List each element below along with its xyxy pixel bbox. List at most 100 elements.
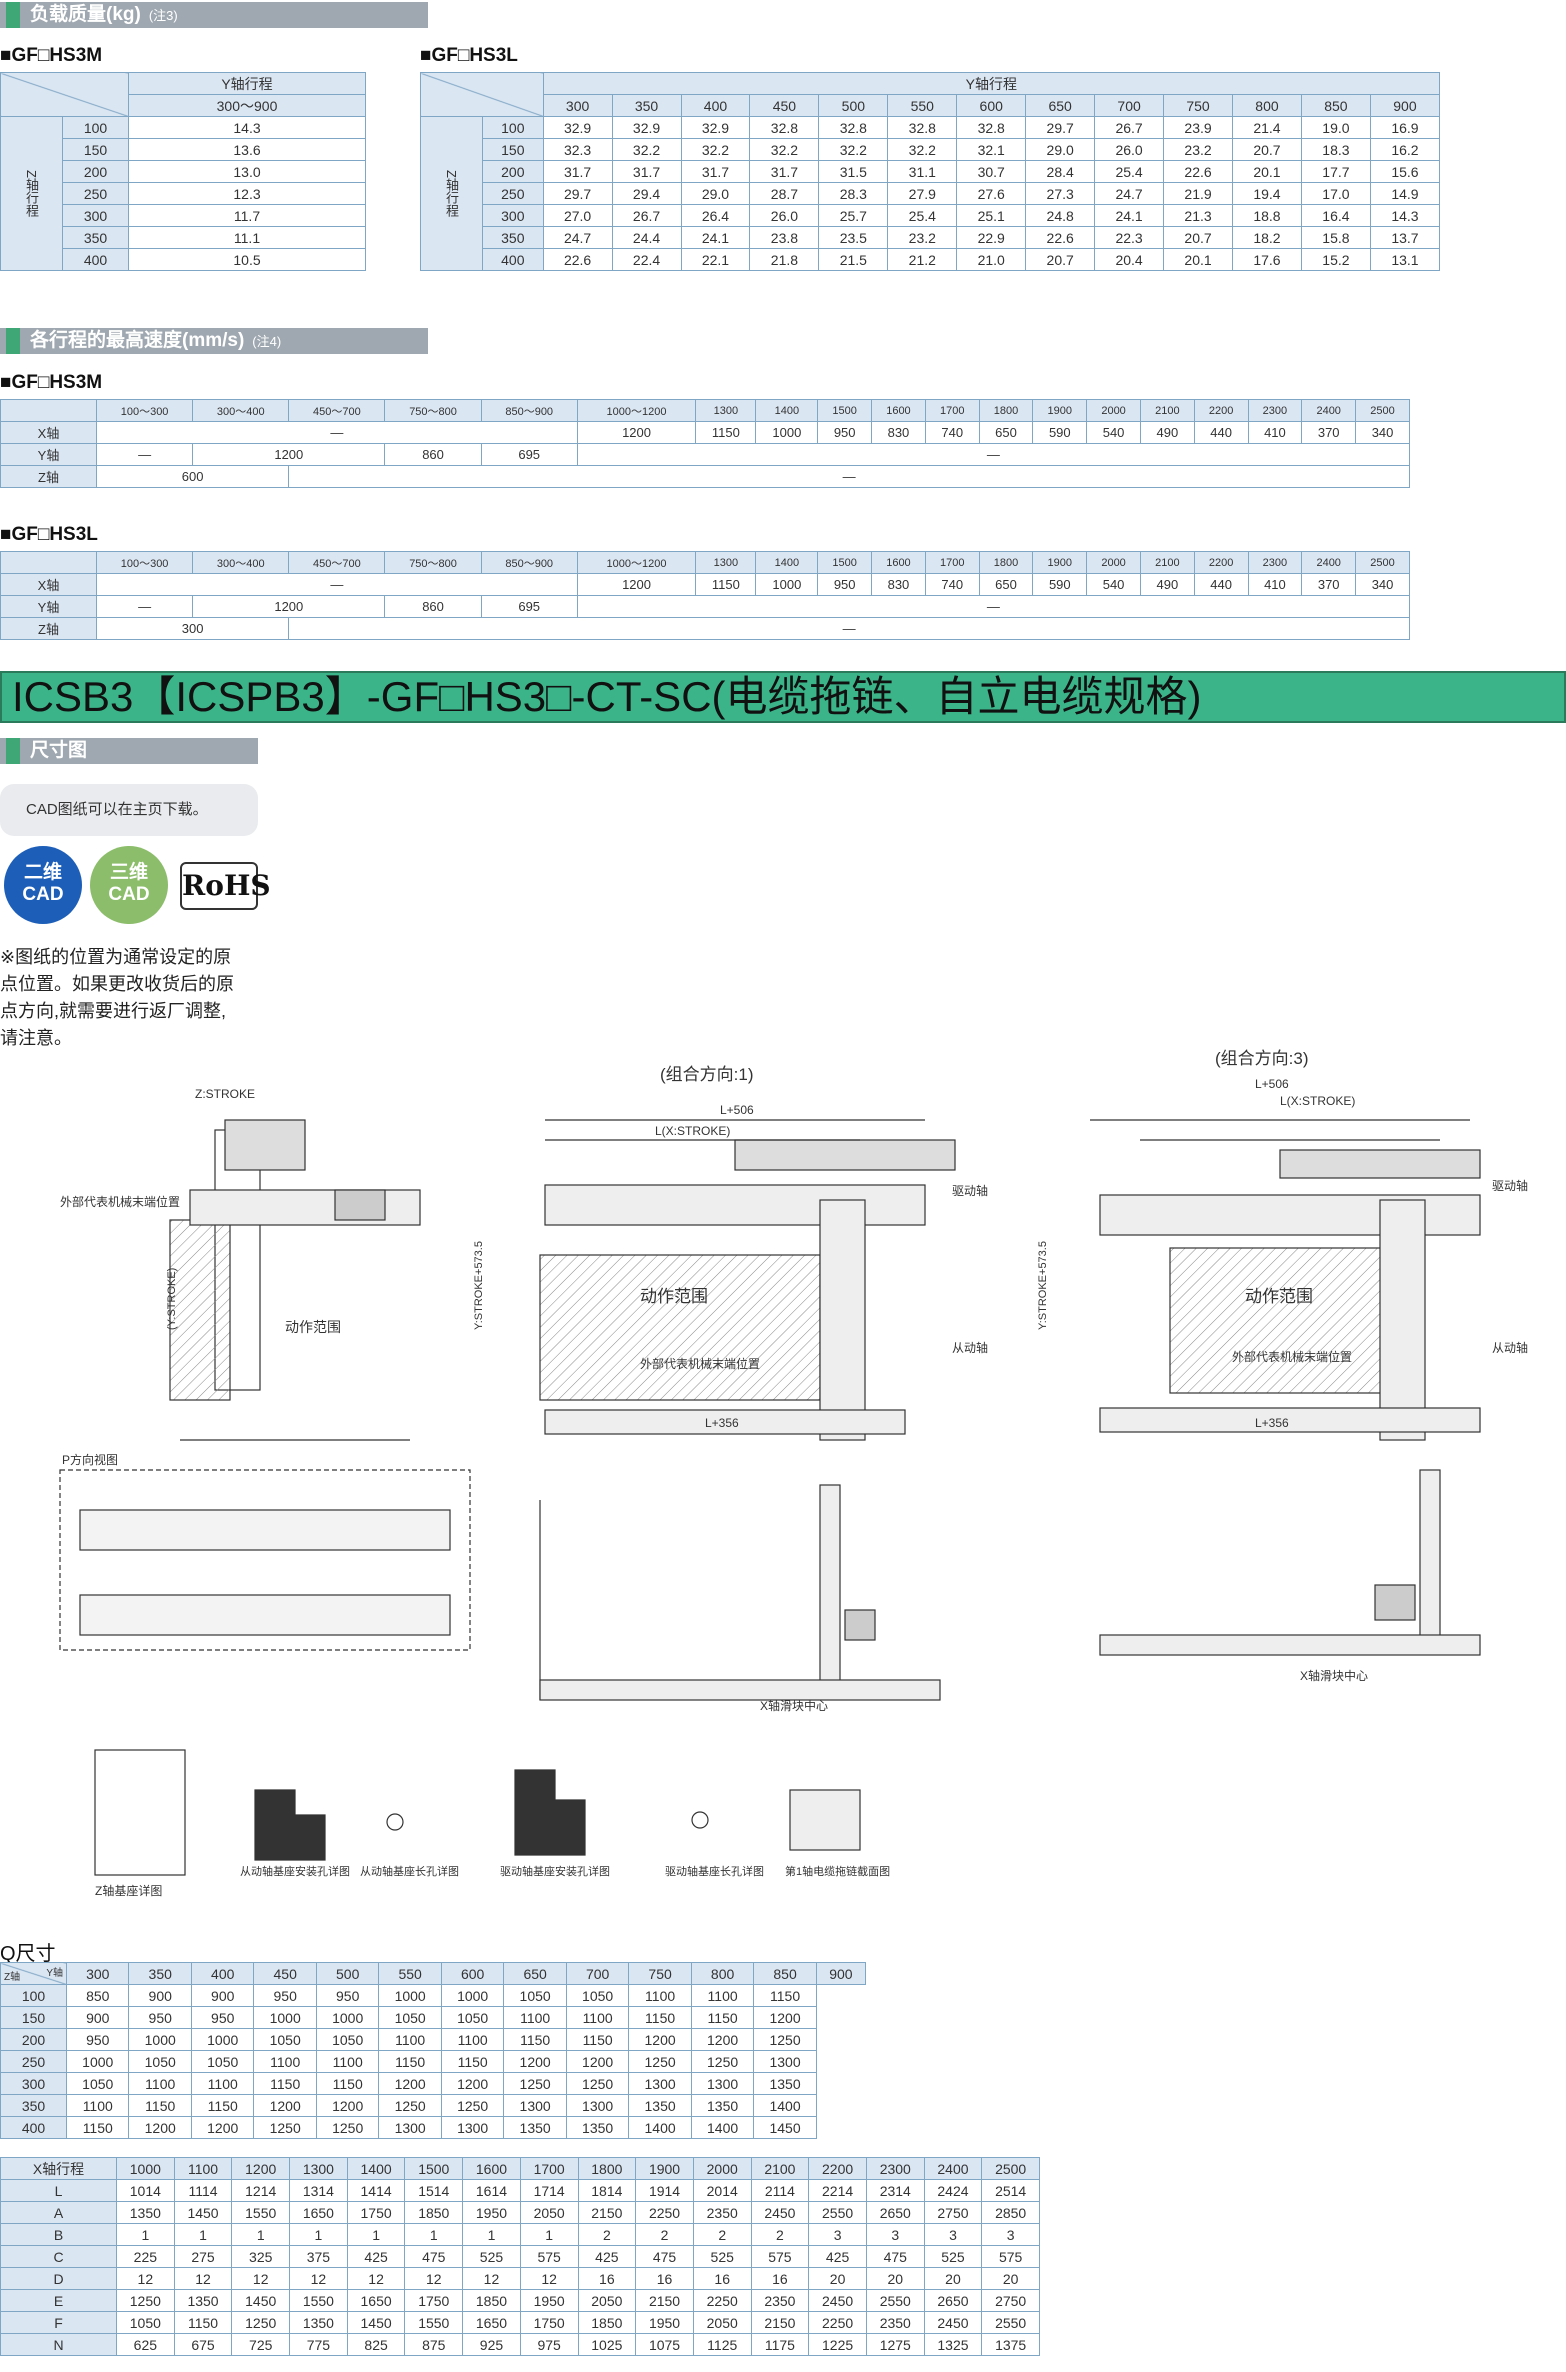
table-cell: 1100 bbox=[190, 2072, 255, 2095]
table-cell: 21.0 bbox=[956, 248, 1027, 271]
table-cell: 1200 bbox=[192, 595, 386, 618]
table-cell: 950 bbox=[190, 2006, 255, 2029]
table-cell: 27.6 bbox=[956, 182, 1027, 205]
table-cell: 830 bbox=[871, 421, 926, 444]
table-cell: — bbox=[95, 443, 194, 466]
table-cell: 1100 bbox=[440, 2028, 505, 2051]
table-cell: 725 bbox=[231, 2333, 291, 2356]
table-cell: 850～900 bbox=[480, 551, 578, 574]
table-cell: 650 bbox=[1025, 94, 1096, 117]
table-cell: 2200 bbox=[808, 2157, 867, 2180]
table-cell: 1950 bbox=[635, 2311, 694, 2334]
table-cell: 1014 bbox=[116, 2179, 175, 2202]
table-cell: 200 bbox=[62, 160, 129, 183]
table-cell: 1100 bbox=[378, 2028, 442, 2051]
table-cell: 375 bbox=[289, 2245, 348, 2268]
cad-2d-badge[interactable]: 二维 CAD bbox=[4, 846, 82, 924]
speed-l-label: ■GF□HS3L bbox=[0, 524, 98, 545]
table-cell: 410 bbox=[1247, 421, 1303, 444]
table-cell: 1814 bbox=[577, 2179, 637, 2202]
table-cell: 1750 bbox=[519, 2311, 579, 2334]
table-cell: 1750 bbox=[346, 2201, 406, 2224]
table-cell: 540 bbox=[1086, 421, 1141, 444]
table-cell: 550 bbox=[887, 94, 958, 117]
table-cell: 2250 bbox=[635, 2201, 694, 2224]
table-cell: 1200 bbox=[378, 2072, 442, 2095]
table-cell: 440 bbox=[1193, 573, 1249, 596]
table-cell: 2150 bbox=[750, 2311, 810, 2334]
table-cell: F bbox=[0, 2311, 117, 2334]
table-cell: 1275 bbox=[865, 2333, 925, 2356]
table-cell: 32.8 bbox=[749, 116, 820, 139]
table-cell: 24.4 bbox=[611, 226, 682, 249]
table-cell: 12 bbox=[404, 2267, 464, 2290]
speed-note: (注4) bbox=[252, 334, 282, 349]
table-cell: 1300 bbox=[565, 2094, 630, 2117]
zstroke-label: Z:STROKE bbox=[195, 1087, 255, 1101]
table-cell: 950 bbox=[253, 1984, 317, 2007]
table-cell: 340 bbox=[1355, 573, 1410, 596]
drive-slot-label: 驱动轴基座长孔详图 bbox=[665, 1864, 764, 1878]
left-motion-hatch bbox=[169, 1219, 231, 1401]
table-cell: 20 bbox=[865, 2267, 925, 2290]
table-cell: 32.8 bbox=[887, 116, 958, 139]
table-cell: 2000 bbox=[1086, 399, 1141, 422]
cad-3d-badge[interactable]: 三维 CAD bbox=[90, 846, 168, 924]
speed-title: 各行程的最高速度(mm/s) bbox=[30, 330, 245, 351]
table-cell: 800 bbox=[690, 1962, 755, 1985]
table-cell: E bbox=[0, 2289, 117, 2312]
table-cell: 26.0 bbox=[1094, 138, 1165, 161]
table-cell: 24.7 bbox=[1094, 182, 1165, 205]
lstroke-3: L(X:STROKE) bbox=[1280, 1094, 1355, 1108]
table-cell: 1700 bbox=[519, 2157, 579, 2180]
table-cell: 26.0 bbox=[749, 204, 820, 227]
table-cell: 1614 bbox=[462, 2179, 521, 2202]
table-cell: 1414 bbox=[346, 2179, 406, 2202]
ystroke-label-1: Y:STROKE+573.5 bbox=[473, 1241, 485, 1330]
dims-section-header: 尺寸图 bbox=[0, 738, 258, 764]
table-cell: 1300 bbox=[628, 2072, 692, 2095]
table-cell: 1250 bbox=[440, 2094, 505, 2117]
table-cell: 16.9 bbox=[1369, 116, 1441, 139]
table-cell: 750～800 bbox=[384, 551, 482, 574]
table-cell: 800 bbox=[1232, 94, 1302, 117]
table-cell: 350 bbox=[482, 226, 544, 249]
table-cell: 900 bbox=[190, 1984, 255, 2007]
table-cell: 1600 bbox=[871, 399, 926, 422]
table-cell: 1200 bbox=[128, 2116, 192, 2139]
drive-label-1: 驱动轴 bbox=[952, 1183, 988, 1198]
table-cell: 2350 bbox=[865, 2311, 925, 2334]
table-cell bbox=[420, 72, 544, 117]
table-cell: 29.0 bbox=[680, 182, 751, 205]
table-cell: 27.0 bbox=[542, 204, 613, 227]
table-cell: 2150 bbox=[577, 2201, 637, 2224]
table-cell: 1050 bbox=[315, 2028, 380, 2051]
table-cell: 1100 bbox=[503, 2006, 567, 2029]
table-cell: 1325 bbox=[923, 2333, 983, 2356]
drive-hole-detail bbox=[514, 1769, 586, 1856]
table-cell: 700 bbox=[1094, 94, 1165, 117]
table-cell: 450 bbox=[253, 1962, 317, 1985]
table-cell: D bbox=[0, 2267, 117, 2290]
table-cell: 15.8 bbox=[1300, 226, 1371, 249]
table-cell: 2450 bbox=[808, 2289, 867, 2312]
ext-label-side: 外部代表机械末端位置 bbox=[60, 1194, 180, 1209]
table-cell: 16.2 bbox=[1369, 138, 1441, 161]
table-cell: 1150 bbox=[173, 2311, 233, 2334]
table-cell: Y轴 bbox=[0, 443, 97, 466]
table-cell: 1 bbox=[519, 2223, 579, 2246]
table-cell: — bbox=[288, 465, 1410, 488]
table-cell: 26.4 bbox=[680, 204, 751, 227]
table-cell: 750 bbox=[1163, 94, 1233, 117]
table-cell: 3 bbox=[865, 2223, 925, 2246]
table-cell: 2000 bbox=[1086, 551, 1141, 574]
table-cell: 19.4 bbox=[1232, 182, 1302, 205]
table-cell: 2 bbox=[635, 2223, 694, 2246]
table-cell: — bbox=[96, 573, 578, 596]
